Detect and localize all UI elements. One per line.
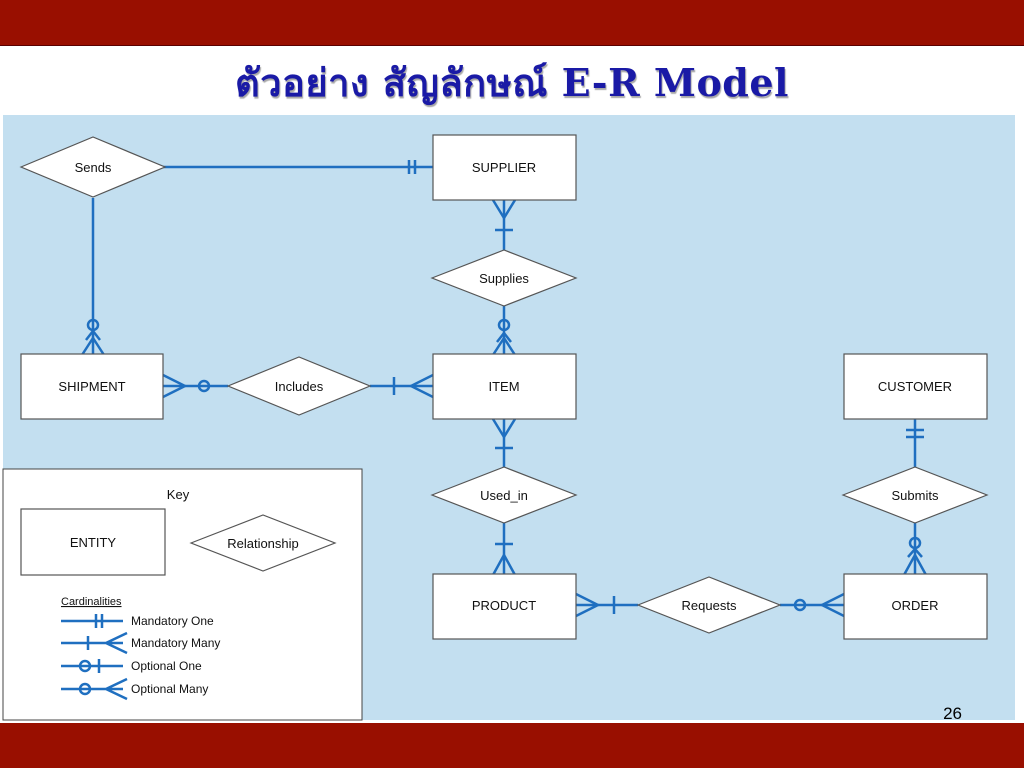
mark-product-requests-many: [575, 592, 601, 618]
entity-shipment: [20, 353, 164, 420]
relationship-used-in: [430, 466, 578, 524]
label-sends: Sends: [75, 160, 112, 175]
mark-order-many: [902, 547, 928, 576]
mark-supplier-mandatory-one: [407, 160, 417, 174]
key-relationship-label: Relationship: [227, 536, 299, 551]
page-number: 26: [943, 704, 962, 723]
label-customer: CUSTOMER: [878, 379, 952, 394]
key-mandatory-many-icon: [61, 631, 128, 655]
label-submits: Submits: [892, 488, 939, 503]
mark-item-optional: [497, 318, 511, 332]
label-requests: Requests: [682, 598, 737, 613]
relationship-supplies: [430, 249, 578, 307]
slide-title: ตัวอย่าง สัญลักษณ์ E-R Model: [235, 60, 789, 105]
key-entity-label: ENTITY: [70, 535, 117, 550]
label-supplies: Supplies: [479, 271, 529, 286]
relationship-requests: [636, 576, 782, 634]
label-product: PRODUCT: [472, 598, 536, 613]
mark-shipment-includes-optional: [197, 379, 211, 393]
key-mandatory-one-label: Mandatory One: [131, 614, 214, 628]
mark-item-usedin-many: [491, 418, 517, 440]
mark-item-many: [491, 330, 517, 356]
mark-product-many: [491, 554, 517, 576]
relationship-submits: [841, 466, 989, 524]
relationship-sends: [19, 136, 167, 198]
key-optional-many-icon: [61, 677, 128, 701]
label-supplier: SUPPLIER: [472, 160, 536, 175]
key-optional-one-icon: [61, 659, 123, 673]
label-used-in: Used_in: [480, 488, 528, 503]
label-includes: Includes: [275, 379, 324, 394]
mark-includes-item-many: [408, 373, 434, 399]
label-item: ITEM: [488, 379, 519, 394]
entity-order: [843, 573, 988, 640]
entity-item: [432, 353, 577, 420]
mark-requests-optional: [793, 598, 807, 612]
mark-shipment-includes-many: [162, 373, 188, 399]
key-optional-one-circle: [78, 659, 92, 673]
key-relationship-shape: [189, 514, 337, 572]
key-optional-one-label: Optional One: [131, 659, 202, 673]
label-order: ORDER: [892, 598, 939, 613]
key-title: Key: [167, 487, 190, 502]
mark-requests-order-many: [819, 592, 845, 618]
mark-shipment-many: [80, 328, 106, 356]
key-optional-many-label: Optional Many: [131, 682, 208, 696]
key-panel: Key ENTITY Relationship Cardinalities Ma…: [2, 468, 363, 721]
key-mandatory-one-icon: [61, 614, 123, 628]
connector-lines: [80, 160, 928, 618]
key-entity-box: [20, 508, 166, 576]
entity-supplier: [432, 134, 577, 201]
relationship-includes: [226, 356, 372, 416]
key-cardinalities-title: Cardinalities: [61, 596, 122, 608]
mark-customer-mandatory-one: [906, 428, 924, 439]
label-shipment: SHIPMENT: [58, 379, 125, 394]
bottom-banner: [0, 723, 1024, 768]
key-optional-many-circle: [78, 682, 92, 696]
entity-customer: [843, 353, 988, 420]
mark-supplier-many: [491, 199, 517, 221]
top-banner: [0, 0, 1024, 46]
key-mandatory-many-label: Mandatory Many: [131, 636, 220, 650]
entity-product: [432, 573, 577, 640]
